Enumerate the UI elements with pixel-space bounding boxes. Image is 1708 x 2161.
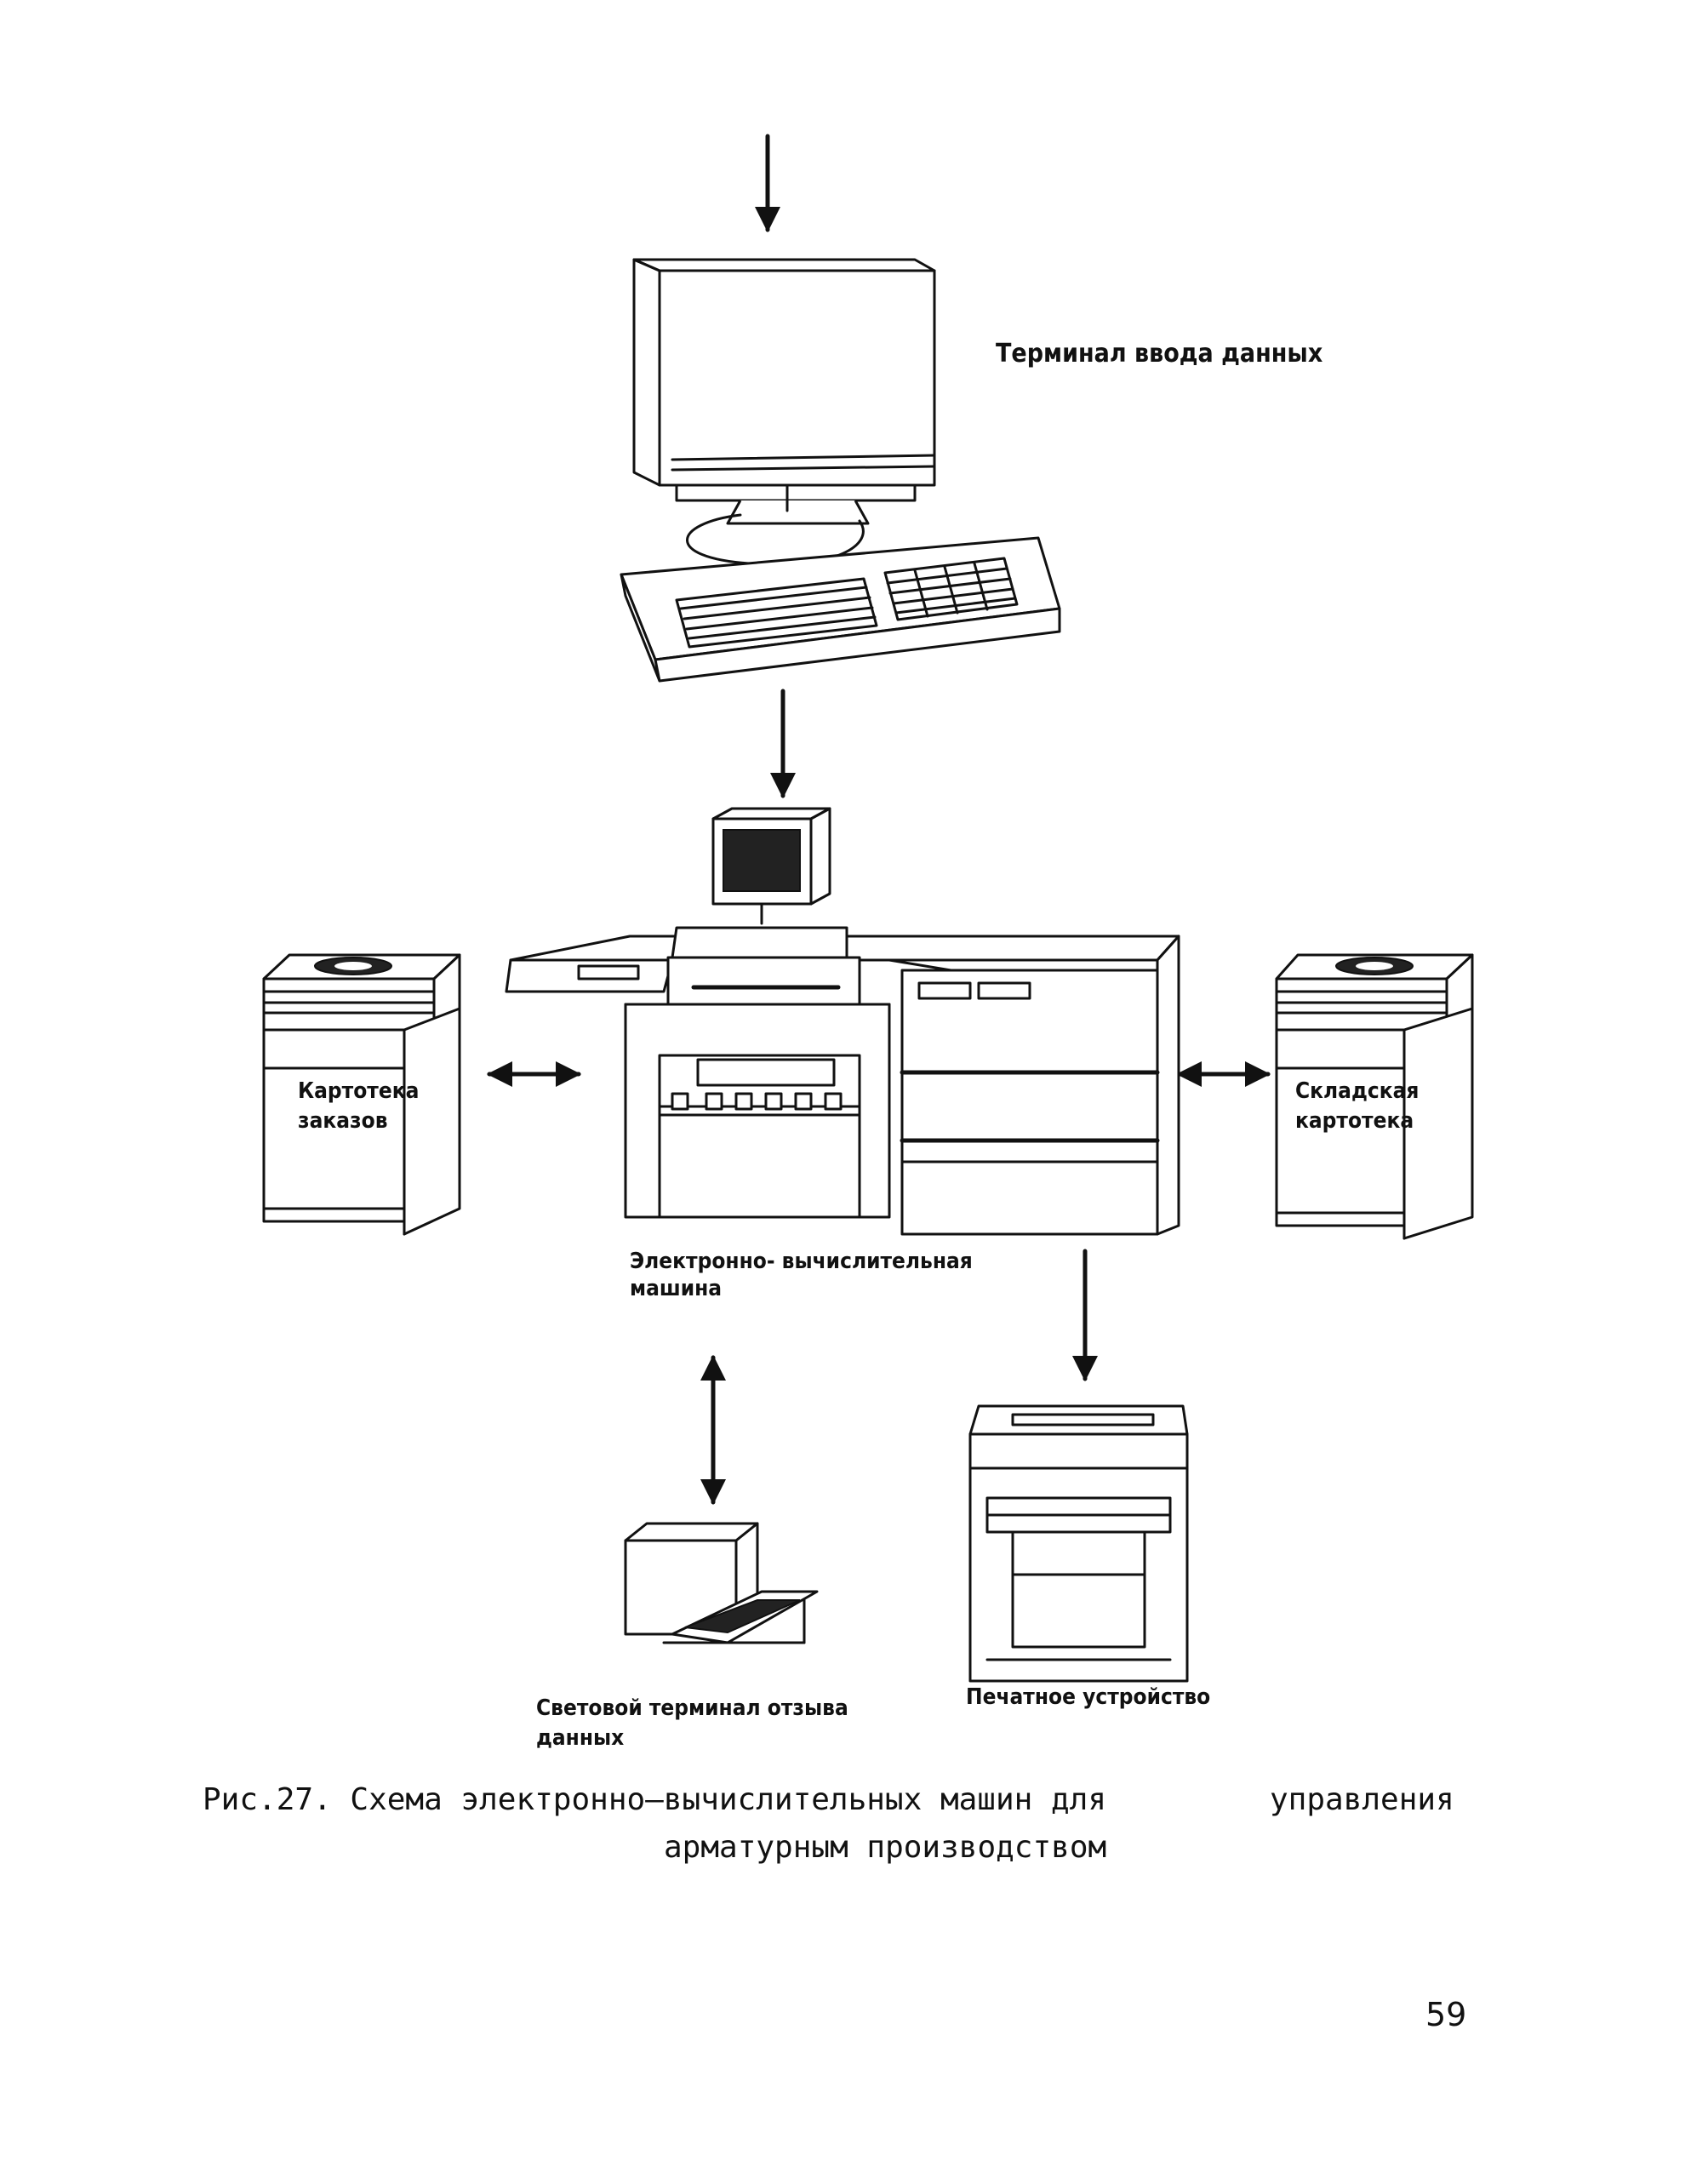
computer-label-line2: машина (630, 1276, 722, 1301)
light-terminal-label-line2: данных (536, 1725, 624, 1751)
page-number: 59 (1425, 1996, 1467, 2033)
figure-caption-line1: Рис.27. Схема электронно–вычислительных … (203, 1782, 1107, 1817)
input-terminal-illustration (620, 258, 1061, 683)
printer-illustration (968, 1404, 1189, 1683)
computer-illustration (505, 807, 1180, 1236)
order-file-label-line1: Картотека (298, 1078, 419, 1104)
order-file-label-line2: заказов (298, 1108, 388, 1134)
warehouse-file-label-line1: Складская (1295, 1078, 1419, 1104)
light-terminal-label-line1: Световой терминал отзыва (536, 1695, 848, 1721)
printer-label: Печатное устройство (966, 1684, 1210, 1710)
figure-caption-line2: арматурным производством (664, 1830, 1107, 1865)
computer-label-line1: Электронно- вычислительная (630, 1249, 973, 1274)
warehouse-file-label-line2: картотека (1295, 1108, 1414, 1134)
input-terminal-label: Терминал ввода данных (996, 339, 1322, 369)
warehouse-file-cabinet-illustration (1275, 953, 1474, 1240)
order-file-cabinet-illustration (262, 953, 461, 1236)
figure-caption-line1-end: управления (1270, 1782, 1454, 1817)
light-terminal-illustration (624, 1522, 819, 1644)
